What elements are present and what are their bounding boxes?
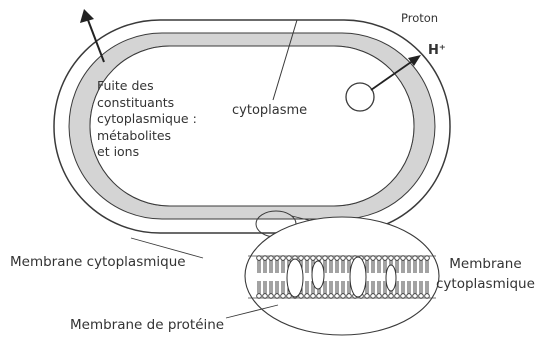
leak-arrow (80, 9, 104, 62)
membrane-protein-1 (287, 259, 303, 297)
membrane-label-right: Membrane cytoplasmique (436, 254, 535, 294)
proton-label: Proton (401, 11, 438, 25)
h-plus-label: H⁺ (428, 43, 446, 59)
cytoplasm-label: cytoplasme (232, 103, 307, 119)
membrane-protein-2 (312, 261, 324, 289)
membrane-protein-3 (350, 257, 366, 297)
protein-membrane-label: Membrane de protéine (70, 317, 224, 334)
membrane-zoom-view (245, 217, 439, 335)
membrane-label-left: Membrane cytoplasmique (10, 254, 186, 271)
membrane-protein-4 (386, 265, 396, 291)
leak-label: Fuite des constituants cytoplasmique : m… (97, 78, 197, 161)
